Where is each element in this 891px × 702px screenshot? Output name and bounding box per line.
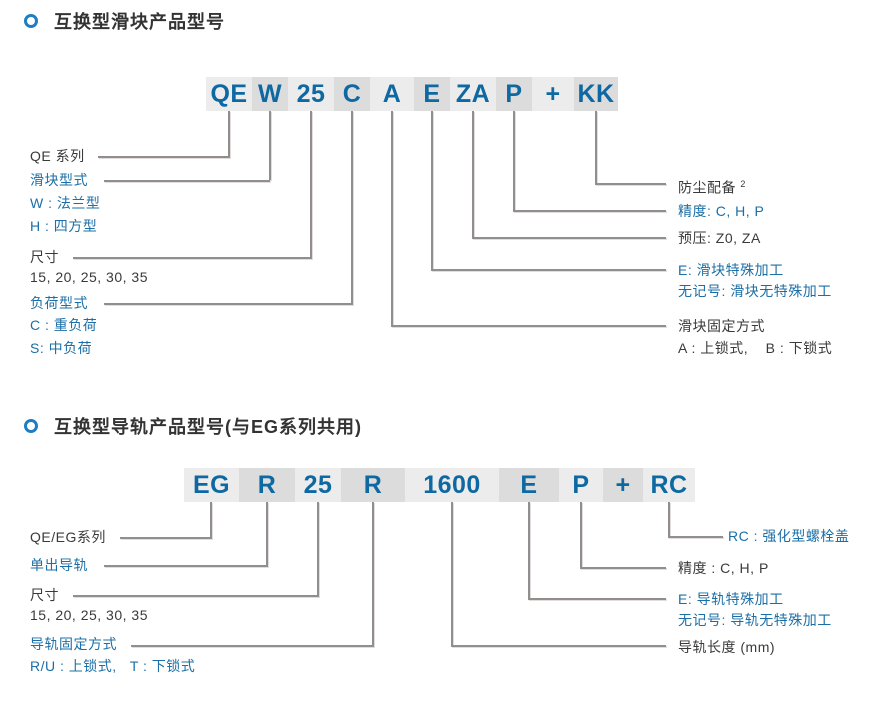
connector-line: [595, 111, 597, 183]
code-segment-rail: R: [239, 468, 295, 502]
code-segment-special: E: [499, 468, 559, 502]
connector-line: [104, 180, 270, 182]
label-rail-fixing: 导轨固定方式: [30, 636, 117, 652]
label-rail-special-e: E: 导轨特殊加工: [678, 591, 784, 607]
label-dust-text: 防尘配备: [678, 179, 741, 196]
section2-bullet-icon: [24, 419, 38, 433]
code-segment-preload: ZA: [450, 77, 496, 111]
connector-line: [513, 210, 666, 212]
label-load-c: C : 重负荷: [30, 317, 98, 333]
connector-line: [310, 111, 312, 257]
code-segment-series: EG: [184, 468, 239, 502]
code-segment-precision: P: [559, 468, 603, 502]
code-segment-length: 1600: [405, 468, 499, 502]
connector-line: [210, 502, 212, 537]
code-segment-fixing: A: [370, 77, 414, 111]
label-load-s: S: 中负荷: [30, 340, 93, 356]
label-rail-length: 导轨长度 (mm): [678, 639, 776, 655]
code-segment-load: C: [334, 77, 370, 111]
rail-model-code: EG R 25 R 1600 E P + RC: [184, 468, 695, 502]
label-fixing-values: A : 上锁式, B : 下锁式: [678, 340, 833, 356]
section1-title: 互换型滑块产品型号: [54, 12, 225, 32]
connector-line: [472, 237, 666, 239]
section2-title-row: 互换型导轨产品型号(与EG系列共用): [16, 413, 362, 439]
connector-line: [391, 111, 393, 325]
connector-line: [269, 111, 271, 180]
label-single-rail: 单出导轨: [30, 557, 88, 573]
label-size: 尺寸: [30, 587, 59, 603]
code-segment-fixing: R: [341, 468, 405, 502]
connector-line: [372, 502, 374, 645]
connector-line: [317, 502, 319, 595]
code-segment-plus: +: [603, 468, 643, 502]
connector-line: [104, 303, 353, 305]
connector-line: [120, 537, 212, 539]
connector-line: [73, 595, 319, 597]
label-rc: RC : 强化型螺栓盖: [728, 528, 850, 544]
code-segment-precision: P: [496, 77, 532, 111]
code-segment-series: QE: [206, 77, 252, 111]
connector-line: [431, 111, 433, 269]
label-slider-type-h: H : 四方型: [30, 218, 98, 234]
connector-line: [104, 565, 268, 567]
connector-line: [472, 111, 474, 237]
code-segment-rc: RC: [643, 468, 695, 502]
connector-line: [98, 156, 230, 158]
label-qe-eg-series: QE/EG系列: [30, 529, 106, 545]
label-load-type: 负荷型式: [30, 295, 88, 311]
connector-line: [351, 111, 353, 303]
label-size-values: 15, 20, 25, 30, 35: [30, 607, 148, 623]
connector-line: [431, 269, 666, 271]
label-size: 尺寸: [30, 249, 59, 265]
connector-line: [131, 645, 374, 647]
connector-line: [513, 111, 515, 210]
label-qe-series: QE 系列: [30, 148, 85, 164]
connector-line: [668, 536, 723, 538]
connector-line: [266, 502, 268, 565]
connector-line: [528, 502, 530, 598]
connector-line: [580, 567, 666, 569]
label-precision: 精度: C, H, P: [678, 203, 765, 219]
label-special-none: 无记号: 滑块无特殊加工: [678, 283, 832, 299]
connector-line: [668, 502, 670, 536]
label-dust-sup: 2: [740, 179, 746, 189]
code-segment-dust: KK: [574, 77, 618, 111]
label-rail-fixing-values: R/U : 上锁式, T : 下锁式: [30, 658, 196, 674]
label-preload: 预压: Z0, ZA: [678, 230, 761, 246]
connector-line: [595, 183, 666, 185]
code-segment-plus: +: [532, 77, 574, 111]
connector-line: [391, 325, 666, 327]
connector-line: [73, 257, 312, 259]
section1-bullet-icon: [24, 14, 38, 28]
connector-line: [528, 598, 666, 600]
label-rail-special-none: 无记号: 导轨无特殊加工: [678, 612, 832, 628]
section1-title-row: 互换型滑块产品型号: [16, 8, 225, 34]
label-slider-type: 滑块型式: [30, 172, 88, 188]
code-segment-size: 25: [288, 77, 334, 111]
connector-line: [228, 111, 230, 156]
code-segment-slider-type: W: [252, 77, 288, 111]
connector-line: [451, 645, 666, 647]
code-segment-special: E: [414, 77, 450, 111]
label-special-e: E: 滑块特殊加工: [678, 262, 784, 278]
label-size-values: 15, 20, 25, 30, 35: [30, 269, 148, 285]
label-dust: 防尘配备 2: [678, 176, 746, 196]
slider-model-code: QE W 25 C A E ZA P + KK: [206, 77, 618, 111]
label-fixing: 滑块固定方式: [678, 318, 765, 334]
label-precision: 精度 : C, H, P: [678, 560, 769, 576]
connector-line: [580, 502, 582, 567]
connector-line: [451, 502, 453, 645]
code-segment-size: 25: [295, 468, 341, 502]
label-slider-type-w: W : 法兰型: [30, 195, 101, 211]
section2-title: 互换型导轨产品型号(与EG系列共用): [54, 417, 362, 437]
